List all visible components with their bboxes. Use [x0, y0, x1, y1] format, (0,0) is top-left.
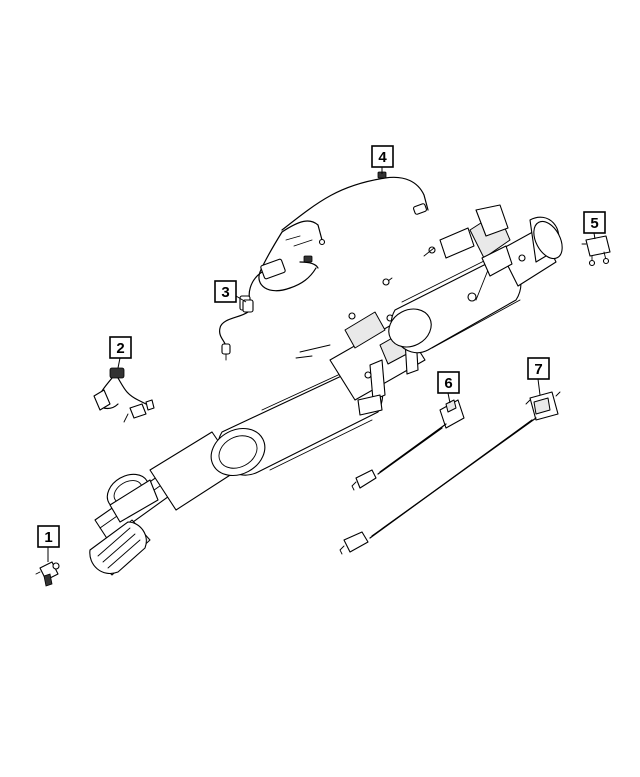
callout-3: 3	[214, 280, 247, 303]
callout-7-label: 7	[534, 361, 542, 378]
callout-4-label: 4	[378, 149, 387, 166]
callout-5: 5	[583, 211, 606, 240]
exhaust-assembly	[89, 204, 563, 576]
callout-2-label: 2	[116, 340, 124, 357]
part-5-sensor	[581, 235, 611, 267]
callout-5-label: 5	[590, 215, 598, 232]
part-3-sensor	[219, 299, 254, 361]
part-7-sensor	[339, 391, 561, 555]
callout-1-label: 1	[44, 529, 52, 546]
callout-2: 2	[109, 336, 132, 369]
callout-6: 6	[437, 371, 460, 404]
callout-1: 1	[37, 525, 60, 562]
part-2-sensor	[93, 367, 155, 423]
part-1-sensor	[35, 561, 60, 587]
callout-4: 4	[371, 145, 394, 174]
callout-6-label: 6	[444, 375, 452, 392]
callout-7: 7	[527, 357, 550, 396]
sensor-harness	[239, 171, 429, 311]
callout-3-label: 3	[221, 284, 229, 301]
part-6-sensor	[351, 399, 465, 491]
